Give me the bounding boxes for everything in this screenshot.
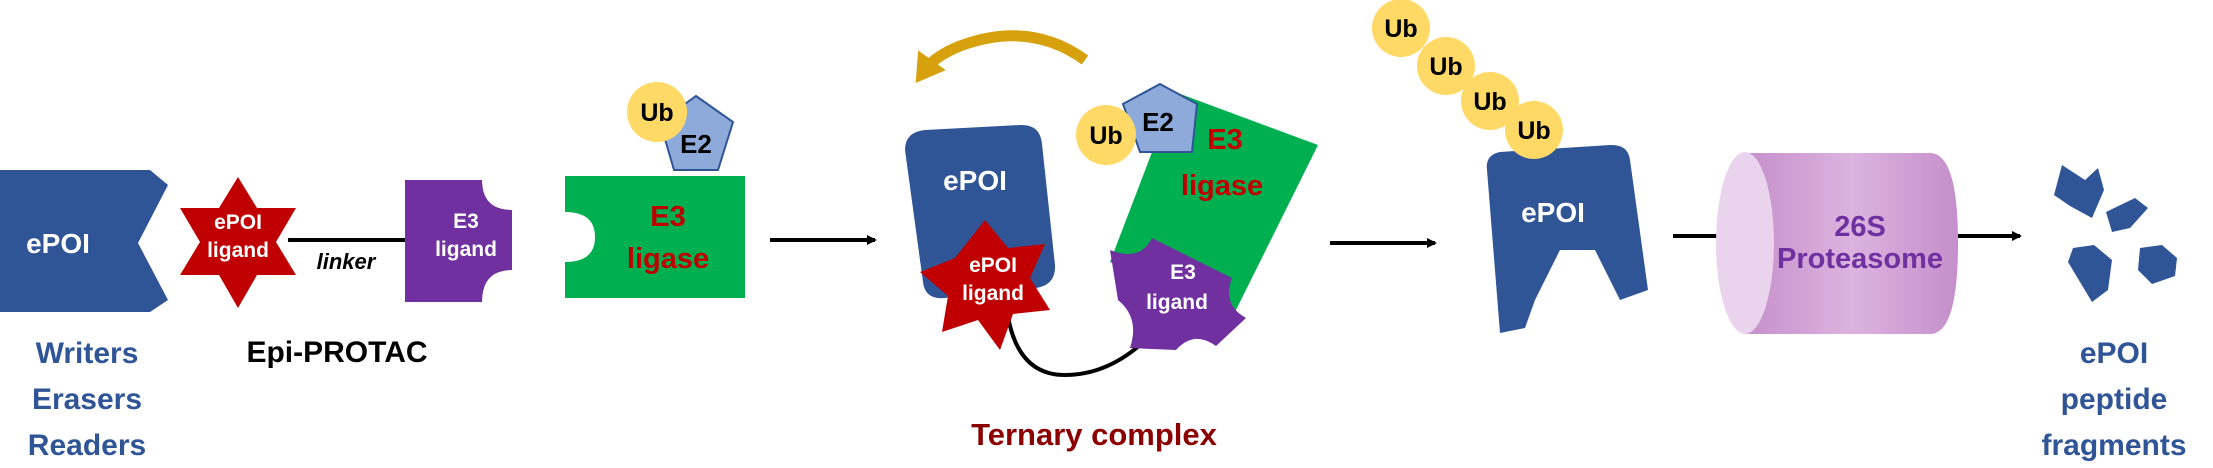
ternary-e2-pentagon	[1121, 82, 1199, 153]
e3-ligase-label-1: E3	[650, 201, 685, 233]
fragments-label-3: fragments	[2041, 429, 2186, 462]
proteasome-label-1: 26S	[1834, 211, 1886, 243]
proteasome-body	[1745, 153, 1958, 334]
ub-chain-3-label: Ub	[1473, 88, 1506, 116]
ternary-linker	[1003, 286, 1142, 378]
fragments-label-1: ePOI	[2080, 337, 2148, 370]
ternary-e3-ligand-shape	[1110, 238, 1246, 350]
ternary-complex-label: Ternary complex	[971, 417, 1218, 452]
proteasome: 26S Proteasome	[1716, 152, 1958, 334]
ub-chain-2	[1417, 37, 1475, 95]
fragments-label-2: peptide	[2061, 383, 2168, 416]
e3-ligase-shape	[565, 176, 745, 298]
epi-protac-molecule: ePOI ligand linker E3 ligand	[180, 177, 512, 308]
e3-ligase-label-2: ligase	[627, 243, 709, 275]
ub-circle	[627, 82, 687, 142]
proteasome-label-2: Proteasome	[1777, 243, 1943, 275]
curved-arrow	[915, 30, 1089, 84]
writers-label: Writers	[36, 337, 139, 370]
ub-chain-4-label: Ub	[1517, 117, 1550, 145]
ternary-e3-ligase-label-1: E3	[1207, 124, 1242, 156]
linker-label: linker	[317, 249, 377, 274]
epi-protac-label: Epi-PROTAC	[246, 336, 427, 369]
ubiquitinated-epoi-shape	[1486, 144, 1648, 333]
ternary-epoi-label: ePOI	[943, 165, 1007, 196]
epoi-ligand-star	[180, 177, 296, 308]
epoi-ligand-label-1: ePOI	[214, 211, 262, 234]
e3-ligand-label-2: ligand	[435, 238, 497, 261]
ubiquitinated-epoi-label: ePOI	[1521, 197, 1585, 228]
ternary-e3-ligand-label-1: E3	[1170, 261, 1196, 284]
ub-chain-1	[1372, 0, 1430, 57]
readers-label: Readers	[28, 429, 146, 462]
epoi-label: ePOI	[26, 228, 90, 259]
ternary-complex: ePOI ePOI ligand E3 ligase E3 ligand E2 …	[905, 30, 1318, 378]
epoi-ligand-label-2: ligand	[207, 239, 269, 262]
e3-ligase-group: E3 ligase E2 Ub	[565, 82, 745, 298]
epoi-target: ePOI	[0, 170, 168, 312]
ternary-e3-ligase-label-2: ligase	[1181, 170, 1263, 202]
ub-chain-4	[1505, 101, 1563, 159]
e2-label: E2	[680, 129, 712, 159]
ternary-epoi-ligand-label-2: ligand	[962, 282, 1024, 305]
proteasome-opening	[1716, 152, 1774, 334]
ub-label: Ub	[640, 99, 673, 127]
ternary-ub-label: Ub	[1089, 122, 1122, 150]
fragment-4	[2138, 245, 2177, 284]
erasers-label: Erasers	[32, 383, 142, 416]
peptide-fragments	[2054, 165, 2177, 302]
polyubiquitinated-epoi: ePOI Ub Ub Ub Ub	[1372, 0, 1648, 333]
ternary-epoi-ligand-star	[920, 220, 1050, 350]
ternary-e3-ligand-label-2: ligand	[1146, 291, 1208, 314]
ternary-e2-label: E2	[1142, 107, 1174, 137]
ub-chain-1-label: Ub	[1384, 15, 1417, 43]
fragment-2	[2106, 198, 2148, 232]
ternary-epoi-ligand-label-1: ePOI	[969, 254, 1017, 277]
ub-chain-3	[1461, 72, 1519, 130]
e3-ligand-label-1: E3	[453, 210, 479, 233]
fragment-3	[2068, 245, 2112, 302]
ub-chain-2-label: Ub	[1429, 53, 1462, 81]
fragment-1	[2054, 165, 2104, 218]
ternary-ub-circle	[1076, 105, 1136, 165]
